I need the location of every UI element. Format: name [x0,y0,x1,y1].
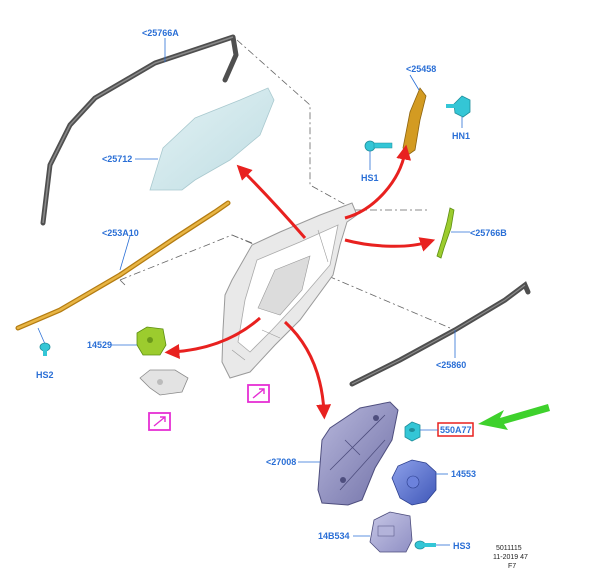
label-rear-channel: <25766B [470,228,507,238]
outer-strip [15,200,231,331]
bracket-top-right [402,74,427,156]
view-marker-icon [148,412,171,431]
regulator [317,401,399,506]
view-marker-icon [247,384,270,403]
flow-arrow-top-right [344,144,412,220]
label-latch-bracket: 14529 [87,340,112,350]
assembly-lines [119,39,451,329]
door-frame [221,202,358,379]
regulator-nut [404,421,421,442]
flow-arrow-down [283,320,332,420]
small-bracket [139,369,189,396]
motor [391,459,437,506]
label-seal-top: <25766A [142,28,179,38]
reference-line-2: 11-2019 47 [493,554,528,561]
flow-arrow-up [236,164,307,239]
bolt-hs1 [364,140,393,170]
label-clip-hn1: HN1 [452,131,470,141]
clip-hn1 [446,95,471,128]
module [369,511,413,553]
rear-channel [436,207,470,259]
label-belt-seal: <25860 [436,360,466,370]
label-regulator: <27008 [266,457,296,467]
seal-top [40,34,239,226]
label-outer-strip: <253A10 [102,228,139,238]
reference-line-1: 5011115 [496,545,522,552]
leader-lines [111,38,448,537]
label-regulator-nut: 550A77 [440,425,472,435]
highlight-arrow [478,404,550,430]
label-glass: <25712 [102,154,132,164]
flow-arrow-right [344,237,436,252]
part-labels: <25766A <25712 <25458 HN1 HS1 <253A10 HS… [36,28,507,551]
label-motor: 14553 [451,469,476,479]
bolt-hs3 [414,540,450,550]
stud-hs2 [37,327,51,356]
reference-block: 5011115 11-2019 47 F7 [493,545,528,570]
reference-line-3: F7 [508,563,516,570]
flow-arrow-left [164,316,261,360]
label-stud-hs2: HS2 [36,370,54,380]
label-bracket-top-right: <25458 [406,64,436,74]
belt-seal [349,281,531,387]
label-module: 14B534 [318,531,350,541]
flow-arrows [164,144,436,420]
label-bolt-hs3: HS3 [453,541,471,551]
label-bolt-hs1: HS1 [361,173,379,183]
latch-bracket [136,326,167,356]
glass [149,87,275,191]
callout-box [437,422,474,437]
